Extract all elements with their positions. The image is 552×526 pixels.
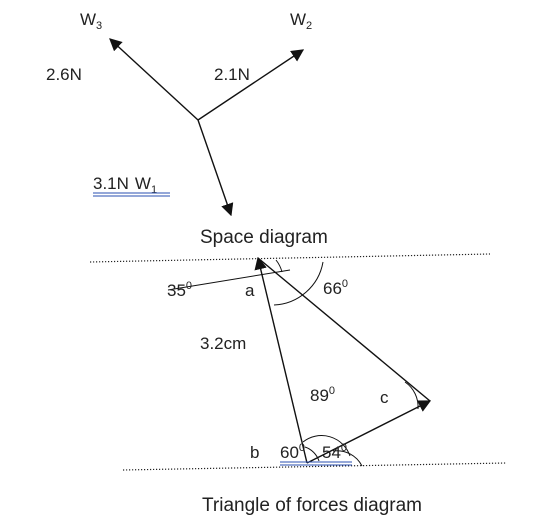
w3-label: W3 [80,10,102,32]
side-length-label: 3.2cm [200,334,246,353]
force-w3-arrow [109,38,199,121]
triangle-diagram: 350 a 660 3.2cm 890 c b 600 540 Triangle… [89,253,507,516]
reference-line-bottom [122,462,507,471]
angle-89-arc [302,435,351,457]
angle-60-label: 600 [280,442,305,462]
force-w2-arrow [197,49,305,121]
w2-magnitude: 2.1N [214,65,250,84]
angle-60-arc [304,446,320,462]
angle-54-label: 540 [322,442,347,462]
side-ca-arrow [257,257,431,402]
angle-35-label: 350 [167,280,192,300]
vertex-b-label: b [250,443,259,462]
force-w1-arrow [197,119,234,217]
angle-54-arc [332,450,363,467]
angle-c-arc [404,381,419,410]
angles-underline [280,461,352,466]
reference-line-top [89,253,491,263]
w3-magnitude: 2.6N [46,65,82,84]
angle-66-arc [273,261,324,306]
triangle-diagram-caption: Triangle of forces diagram [202,495,422,516]
vertex-a-label: a [245,281,255,300]
angle-89-label: 890 [310,385,335,405]
vertex-c-label: c [380,388,389,407]
angle-66-label: 660 [323,278,348,298]
w2-label: W2 [290,10,312,32]
angle-35-arc [275,259,283,273]
w1-label-underline [93,192,170,197]
space-diagram-caption: Space diagram [200,227,328,248]
angle-35-reference-line [167,269,291,291]
side-bc-arrow [306,400,432,464]
side-ab-arrow [254,256,308,464]
